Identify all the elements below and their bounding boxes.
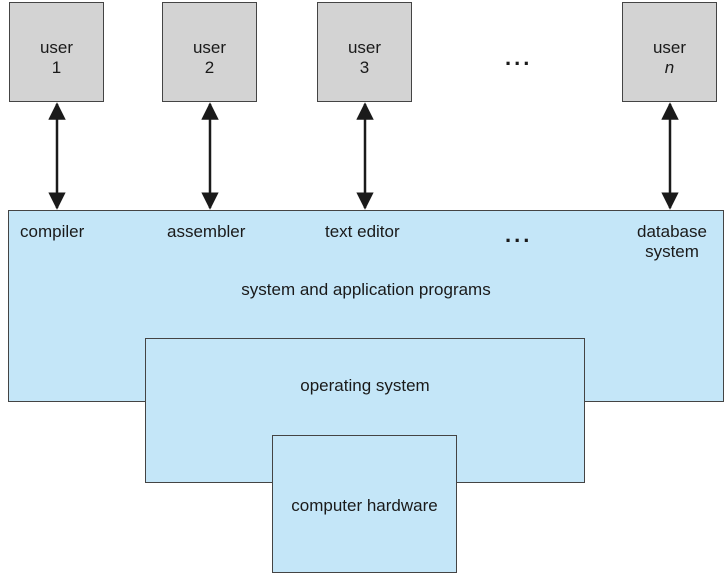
program-database-system: database system (622, 222, 722, 262)
application-programs-label: system and application programs (241, 280, 491, 299)
user-number: 3 (359, 58, 370, 77)
user-box-2: user 2 (162, 2, 257, 102)
operating-system-label: operating system (300, 376, 430, 395)
program-assembler: assembler (167, 222, 246, 241)
user-number: n (664, 58, 675, 77)
user-label: user (652, 38, 687, 57)
user-label: user (347, 38, 382, 57)
user-box-1: user 1 (9, 2, 104, 102)
database-line-1: database (637, 222, 707, 241)
computer-hardware-label: computer hardware (291, 496, 438, 515)
user-label: user (192, 38, 227, 57)
database-line-2: system (645, 242, 699, 261)
user-box-3: user 3 (317, 2, 412, 102)
user-number: 1 (51, 58, 62, 77)
program-compiler: compiler (20, 222, 85, 241)
user-label: user (39, 38, 74, 57)
program-text-editor: text editor (325, 222, 400, 241)
programs-ellipsis: ... (505, 222, 533, 247)
users-ellipsis: ... (505, 45, 533, 70)
user-box-n: user n (622, 2, 717, 102)
user-number: 2 (204, 58, 215, 77)
computer-hardware-layer (272, 435, 457, 573)
